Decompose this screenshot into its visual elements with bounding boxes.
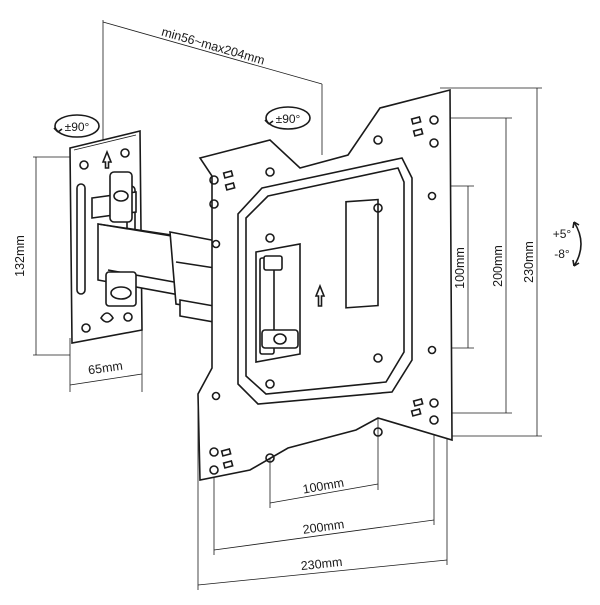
rotation-arrow-icon — [53, 127, 63, 133]
wall-plate-width-label: 65mm — [87, 359, 123, 378]
rotation-arrow-icon — [264, 119, 274, 125]
wall-plate-hole — [123, 312, 133, 322]
wall-swivel-label: ±90° — [65, 120, 90, 134]
tilt-arrow-icon — [573, 221, 582, 267]
arm-hinge-bottom — [105, 271, 137, 307]
wall-swivel-indicator: ±90° — [53, 114, 100, 138]
arm-swivel-label: ±90° — [276, 112, 301, 126]
vesa-vertical-outer-label: 230mm — [522, 241, 536, 283]
arm-swivel-indicator: ±90° — [264, 106, 311, 130]
wall-plate-hole — [81, 323, 91, 333]
tilt-down-label: -8° — [554, 247, 570, 261]
up-arrow-icon — [101, 149, 113, 169]
wall-plate-hole — [120, 148, 130, 158]
arm-extension-label: min56~max204mm — [160, 25, 266, 68]
vesa-vertical-inner-label: 100mm — [453, 247, 467, 289]
tilt-bracket — [255, 243, 301, 363]
up-arrow-icon — [314, 283, 326, 307]
tilt-indicator: +5° -8° — [553, 221, 582, 267]
vesa-horizontal-mid-label: 200mm — [302, 517, 345, 537]
vesa-horizontal-outer-label: 230mm — [300, 555, 343, 573]
wall-plate-height-label: 132mm — [13, 235, 27, 277]
wall-plate-slot-left — [76, 183, 86, 295]
wall-plate-keyhole — [100, 312, 114, 323]
vesa-center-cutout — [345, 198, 379, 309]
tilt-up-label: +5° — [553, 227, 572, 241]
vesa-holes — [209, 115, 439, 475]
vesa-slots — [220, 116, 424, 469]
swivel-arm — [91, 171, 233, 323]
vesa-plate — [197, 88, 453, 481]
wall-plate-hole — [79, 160, 89, 170]
dimension-lines — [33, 20, 542, 590]
arm-hinge-top — [109, 171, 133, 223]
vesa-vertical-mid-label: 200mm — [491, 245, 505, 287]
